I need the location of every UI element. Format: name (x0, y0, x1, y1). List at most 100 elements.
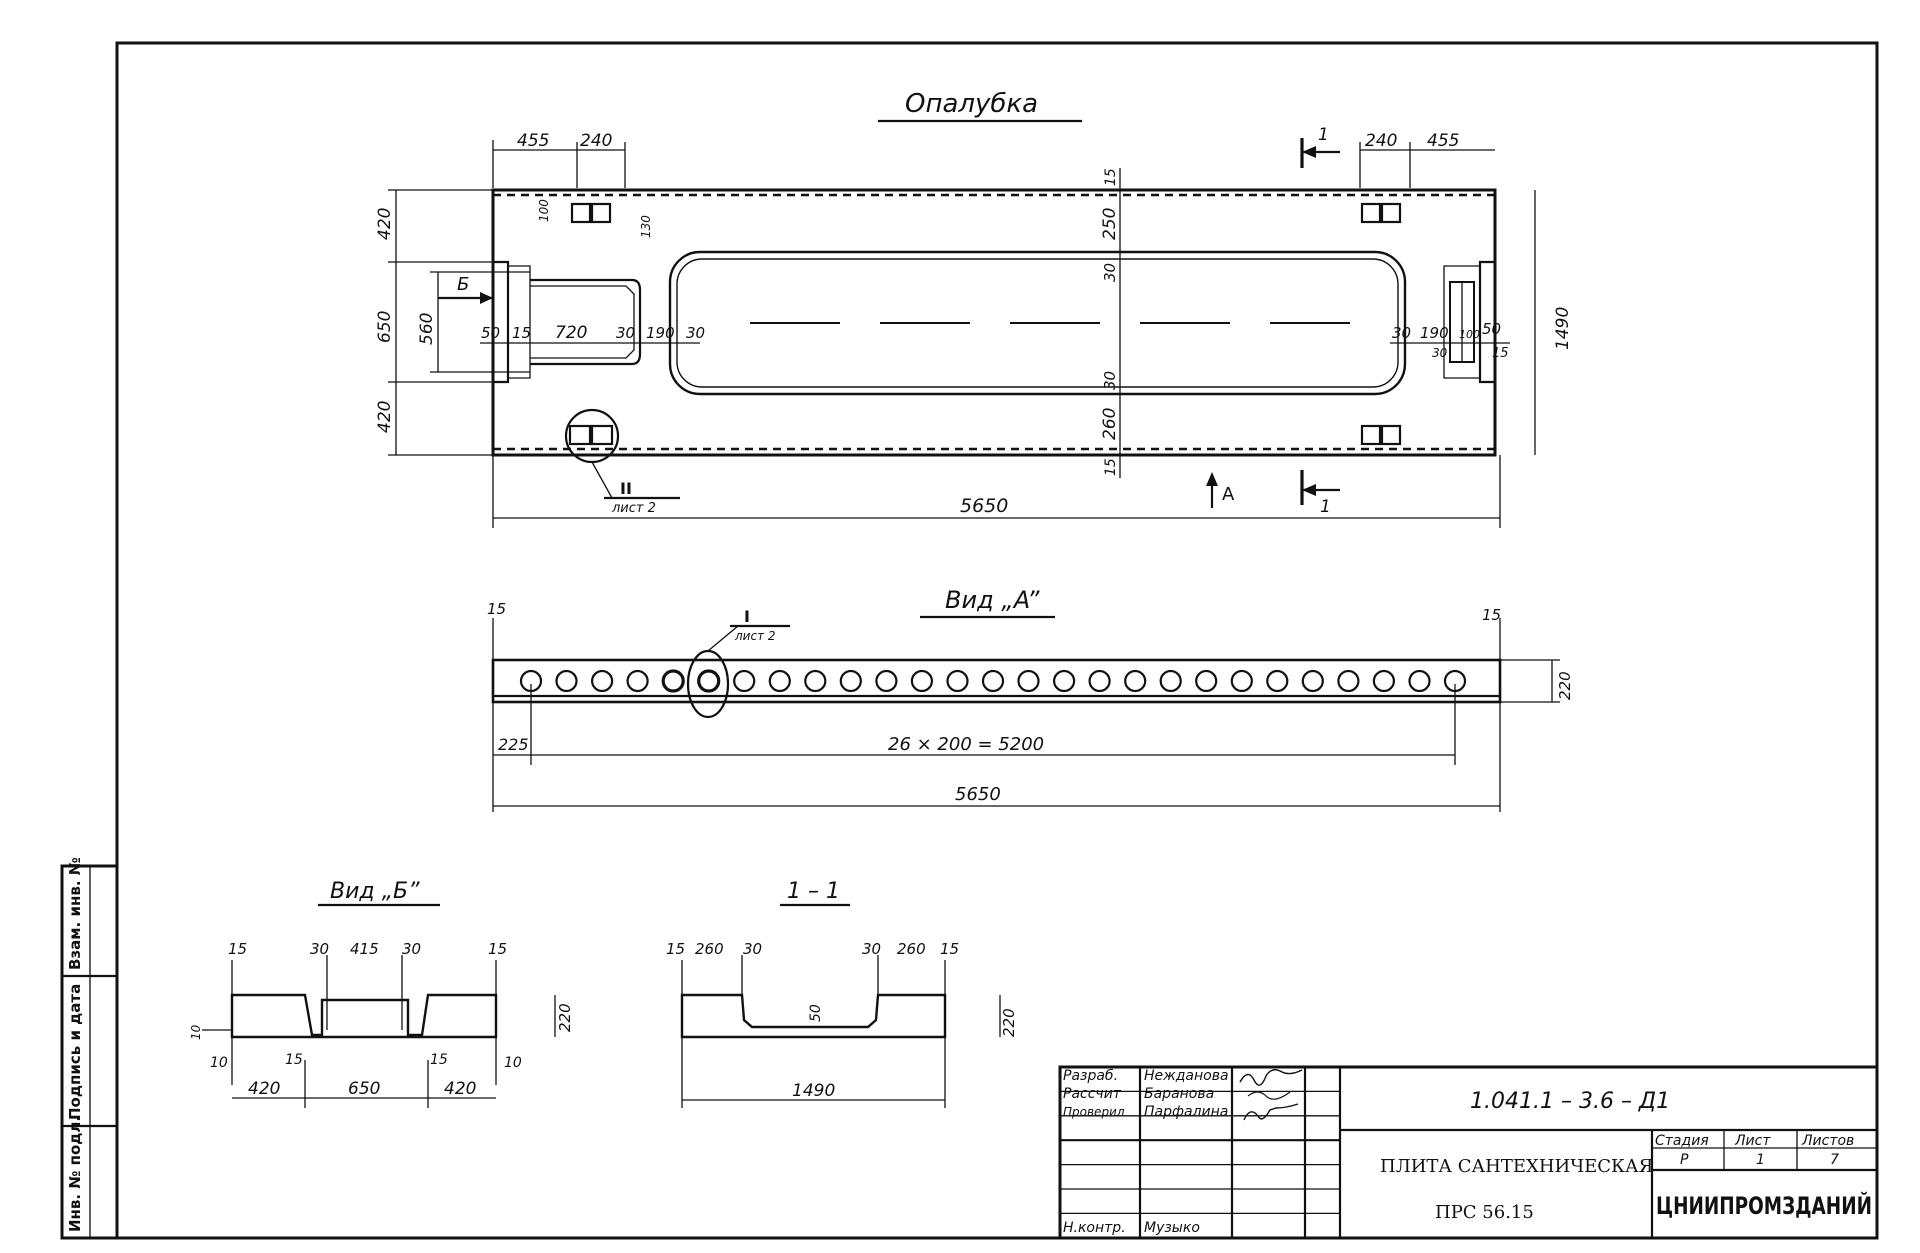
side-label-replace: Взам. инв. № (66, 857, 84, 970)
callout-sheet: лист 2 (611, 501, 656, 516)
v-sheets: 7 (1830, 1152, 1839, 1168)
view-b-mark: Б (457, 274, 469, 295)
dim-100: 100 (537, 199, 551, 222)
void-hole (1052, 669, 1076, 693)
void-hole (946, 669, 969, 693)
right-row-0: 30 (1392, 324, 1411, 342)
view-b: Вид „Б” 15 30 415 30 15 220 10 10 15 15 … (189, 879, 574, 1108)
void-hole (661, 669, 685, 693)
view-b-bottom-0: 420 (248, 1079, 280, 1099)
section-dim-1490: 1490 (792, 1081, 835, 1101)
svg-text:1: 1 (1318, 125, 1329, 145)
void-hole (1372, 669, 1396, 693)
right-row-4: 50 (1482, 320, 1501, 338)
view-b-title: Вид „Б” (330, 879, 420, 904)
stamp-role-1: Рассчит (1063, 1086, 1122, 1102)
dim-130: 130 (639, 215, 653, 238)
void-holes (519, 669, 1467, 693)
side-stamp: Взам. инв. № Подпись и дата Инв. № подл. (60, 857, 119, 1240)
view-a: Вид „A” I лист 2 15 15 220 225 26 × 200 … (487, 586, 1574, 812)
view-b-top-4: 15 (488, 940, 507, 958)
left-row-1: 15 (512, 324, 531, 342)
void-hole (697, 669, 721, 693)
view-b-dim-220: 220 (556, 1003, 574, 1032)
left-row-0: 50 (481, 324, 500, 342)
view-b-top-3: 30 (402, 940, 421, 958)
stamp-role-2: Проверил (1063, 1105, 1125, 1119)
callout-num: II (620, 479, 632, 498)
dim-455-right: 455 (1427, 131, 1459, 151)
view-a-title: Вид „A” (945, 586, 1040, 614)
void-hole (590, 669, 614, 693)
dim-15-bottom: 15 (1103, 458, 1119, 476)
void-hole (733, 669, 756, 693)
dim-260: 260 (1100, 408, 1120, 440)
section-top-3: 30 (862, 940, 881, 958)
signature-2 (1247, 1091, 1291, 1100)
sheet-frame (115, 41, 1879, 1240)
dim-560: 560 (417, 313, 437, 345)
signature-3 (1243, 1103, 1299, 1121)
section-top-5: 15 (940, 940, 959, 958)
h-sheet: Лист (1734, 1133, 1771, 1149)
void-hole (1408, 669, 1431, 693)
dim-30-upper: 30 (1101, 263, 1119, 282)
svg-text:1: 1 (1320, 497, 1331, 517)
section-top-4: 260 (897, 940, 926, 958)
dim-30-lower: 30 (1101, 371, 1119, 390)
left-row-5: 30 (686, 324, 705, 342)
v-sheet: 1 (1756, 1152, 1765, 1168)
view-b-small-0: 10 (210, 1055, 228, 1071)
void-hole (1159, 669, 1182, 693)
left-row-3: 30 (616, 324, 635, 342)
section-top-1: 260 (695, 940, 724, 958)
dim-650: 650 (375, 311, 395, 343)
product-mark: ПРС 56.15 (1435, 1202, 1534, 1223)
left-row-4: 190 (646, 324, 675, 342)
central-opening (668, 250, 1407, 396)
void-hole (1230, 669, 1253, 693)
right-row-3: 100 (1459, 328, 1480, 341)
void-hole (768, 669, 791, 693)
dim-5650-plan: 5650 (960, 495, 1008, 517)
void-hole (839, 669, 862, 693)
doc-code: 1.041.1 – 3.6 – Д1 (1470, 1089, 1670, 1114)
void-hole (626, 669, 649, 693)
dim-420-top: 420 (375, 208, 395, 240)
h-sheets: Листов (1801, 1133, 1854, 1149)
view-a-dim-15-right: 15 (1482, 606, 1501, 624)
stamp-name-1: Баранова (1144, 1086, 1214, 1102)
section-title: 1 – 1 (787, 879, 840, 904)
left-niche (493, 260, 510, 384)
view-a-dim-pitch: 26 × 200 = 5200 (888, 734, 1044, 755)
dim-15-top: 15 (1103, 168, 1119, 186)
stamp-name-0: Нежданова (1144, 1068, 1229, 1084)
void-hole (875, 669, 898, 693)
dim-240-left: 240 (580, 131, 612, 151)
dim-420-bottom: 420 (375, 401, 395, 433)
void-hole (1017, 669, 1040, 693)
lifting-loops (568, 202, 1402, 446)
dim-250: 250 (1100, 208, 1120, 240)
void-hole (1088, 669, 1111, 693)
section-dim-50: 50 (808, 1004, 824, 1022)
view-a-callout-sheet: лист 2 (734, 629, 776, 643)
section-top-2: 30 (743, 940, 762, 958)
formwork-title: Опалубка (905, 89, 1038, 119)
title-block: Разраб. Рассчит Проверил Н.контр. Неждан… (1058, 1065, 1879, 1240)
view-a-callout-num: I (744, 607, 750, 626)
stamp-role-0: Разраб. (1063, 1068, 1118, 1084)
formwork-plan: Опалубка II лист 2 (375, 89, 1573, 528)
stamp-name-6: Музыко (1144, 1220, 1200, 1236)
view-a-dim-225: 225 (498, 735, 529, 754)
view-a-dim-5650: 5650 (955, 784, 1001, 805)
void-hole (1337, 669, 1360, 693)
void-hole (555, 669, 578, 693)
stamp-name-2: Парфалина (1144, 1104, 1228, 1120)
organization: ЦНИИПРОМЗДАНИЙ (1656, 1191, 1872, 1220)
dim-1490: 1490 (1553, 307, 1573, 350)
view-b-bottom-1: 650 (348, 1079, 380, 1099)
right-row-5: 15 (1492, 346, 1509, 361)
void-hole (1301, 669, 1324, 693)
